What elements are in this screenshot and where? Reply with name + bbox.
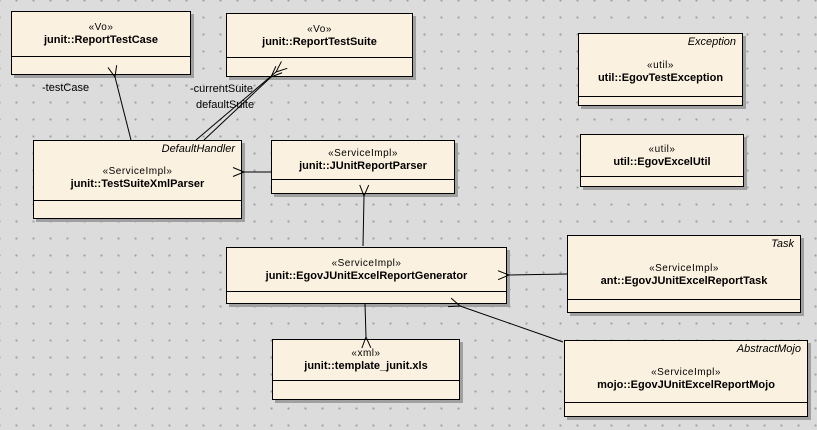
class-header: «ServiceImpl» junit::EgovJUnitExcelRepor… — [227, 248, 506, 291]
attributes-compartment — [579, 96, 742, 105]
association-parser-to-testcase[interactable] — [115, 77, 132, 141]
parent-classifier-label: DefaultHandler — [161, 143, 235, 155]
class-name: ant::EgovJUnitExcelReportTask — [600, 274, 768, 287]
class-header: «util» util::EgovExcelUtil — [581, 135, 743, 176]
class-header: DefaultHandler «ServiceImpl» junit::Test… — [34, 141, 241, 200]
stereotype-label: «ServiceImpl» — [649, 262, 719, 274]
stereotype-label: «Vo» — [307, 23, 332, 35]
class-egov-excel-util[interactable]: «util» util::EgovExcelUtil — [580, 134, 744, 187]
association-label-default-suite[interactable]: defaultSuite — [196, 99, 255, 111]
attributes-compartment — [12, 56, 190, 74]
class-header: «Vo» junit::ReportTestSuite — [227, 14, 412, 57]
stereotype-label: «ServiceImpl» — [102, 165, 173, 177]
class-header: AbstractMojo «ServiceImpl» mojo::EgovJUn… — [565, 341, 807, 402]
attributes-compartment — [568, 299, 800, 312]
class-name: junit::JUnitReportParser — [299, 160, 427, 172]
stereotype-label: «ServiceImpl» — [328, 148, 398, 159]
association-label-test-case[interactable]: -testCase — [42, 82, 90, 94]
class-template-junit-xls[interactable]: «xml» junit::template_junit.xls — [272, 339, 460, 400]
dependency-generator-to-template[interactable] — [365, 303, 366, 337]
attributes-compartment — [227, 291, 506, 303]
attributes-compartment — [227, 57, 412, 76]
class-test-suite-xml-parser[interactable]: DefaultHandler «ServiceImpl» junit::Test… — [33, 140, 242, 219]
class-egov-junit-excel-report-generator[interactable]: «ServiceImpl» junit::EgovJUnitExcelRepor… — [226, 247, 507, 304]
attributes-compartment — [272, 179, 454, 193]
class-report-test-suite[interactable]: «Vo» junit::ReportTestSuite — [226, 13, 413, 77]
class-egov-junit-excel-report-task[interactable]: Task «ServiceImpl» ant::EgovJUnitExcelRe… — [567, 235, 801, 313]
attributes-compartment — [273, 380, 459, 399]
stereotype-label: «xml» — [351, 348, 381, 359]
parent-classifier-label: Task — [771, 238, 794, 250]
class-header: «xml» junit::template_junit.xls — [273, 340, 459, 380]
class-name: util::EgovExcelUtil — [613, 155, 711, 168]
dependency-generator-to-reportparser[interactable] — [363, 196, 364, 247]
class-junit-report-parser[interactable]: «ServiceImpl» junit::JUnitReportParser — [271, 140, 455, 194]
class-egov-junit-excel-report-mojo[interactable]: AbstractMojo «ServiceImpl» mojo::EgovJUn… — [564, 340, 808, 417]
class-report-test-case[interactable]: «Vo» junit::ReportTestCase — [11, 11, 191, 75]
class-header: Task «ServiceImpl» ant::EgovJUnitExcelRe… — [568, 236, 800, 299]
association-label-current-suite[interactable]: -currentSuite — [190, 83, 253, 95]
stereotype-label: «util» — [647, 60, 674, 71]
class-name: junit::template_junit.xls — [304, 360, 428, 372]
class-name: junit::ReportTestCase — [43, 34, 159, 46]
dependency-mojo-to-generator[interactable] — [460, 306, 564, 343]
dependency-task-to-generator[interactable] — [509, 274, 568, 275]
attributes-compartment — [581, 176, 743, 186]
class-name: junit::ReportTestSuite — [262, 35, 377, 48]
attributes-compartment — [565, 402, 807, 416]
class-header: Exception «util» util::EgovTestException — [579, 34, 742, 96]
stereotype-label: «util» — [648, 143, 676, 155]
class-name: junit::EgovJUnitExcelReportGenerator — [265, 269, 468, 282]
class-name: mojo::EgovJUnitExcelReportMojo — [597, 378, 775, 391]
parent-classifier-label: Exception — [687, 36, 736, 48]
stereotype-label: «ServiceImpl» — [331, 257, 402, 269]
stereotype-label: «ServiceImpl» — [651, 366, 721, 378]
class-name: util::EgovTestException — [597, 72, 724, 84]
attributes-compartment — [34, 200, 241, 218]
stereotype-label: «Vo» — [88, 22, 114, 33]
parent-classifier-label: AbstractMojo — [736, 343, 801, 355]
class-egov-test-exception[interactable]: Exception «util» util::EgovTestException — [578, 33, 743, 106]
class-header: «ServiceImpl» junit::JUnitReportParser — [272, 141, 454, 179]
class-name: junit::TestSuiteXmlParser — [70, 177, 205, 190]
class-header: «Vo» junit::ReportTestCase — [12, 12, 190, 56]
